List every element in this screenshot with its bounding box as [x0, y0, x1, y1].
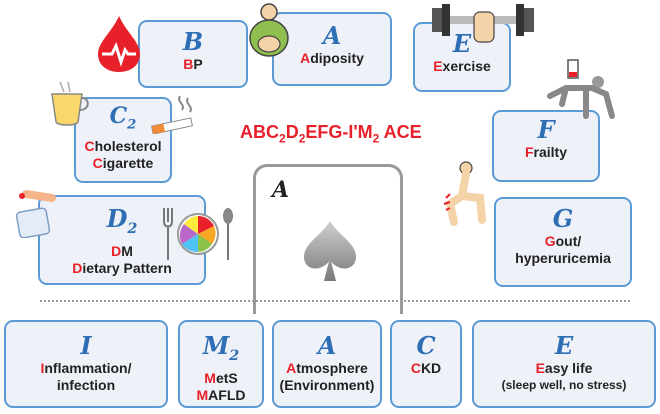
- dumbbell-icon: [432, 4, 534, 43]
- box-line: Gout/: [544, 233, 582, 249]
- box-line: MAFLD: [196, 386, 246, 403]
- box-line: hyperuricemia: [515, 250, 611, 266]
- box-line: Dietary Pattern: [72, 259, 172, 276]
- glucose-meter-icon: [15, 190, 56, 238]
- box-letter: F: [537, 115, 555, 144]
- box-letter: I: [80, 331, 92, 360]
- tired-person-icon: [547, 59, 615, 119]
- box-line: DM: [111, 242, 133, 259]
- box-line: (sleep well, no stress): [501, 378, 627, 392]
- box-line: MetS: [204, 369, 238, 386]
- box-letter: A: [317, 331, 337, 360]
- box-letter: A: [322, 21, 342, 50]
- cigarette-icon: [151, 95, 193, 134]
- box-letter: G: [552, 204, 574, 233]
- box-line: Exercise: [433, 58, 491, 74]
- headline: ABC2D2EFG-I'M2 ACE: [240, 122, 422, 146]
- playing-card: A: [253, 164, 403, 314]
- box-line: infection: [56, 377, 116, 393]
- box-letter: M2: [202, 331, 240, 364]
- box-line: Adiposity: [300, 50, 364, 66]
- box-line: CKD: [410, 360, 442, 376]
- painful-knee-icon: [443, 161, 486, 226]
- box-line: (Environment): [279, 377, 375, 393]
- box-line: Cigarette: [92, 155, 154, 172]
- box-line: Cholesterol: [84, 138, 162, 155]
- box-letter: E: [452, 29, 472, 58]
- tea-cup-icon: [51, 81, 89, 126]
- spade-icon: [304, 221, 356, 281]
- card-letter: A: [272, 177, 290, 203]
- box-letter: B: [182, 27, 204, 56]
- box-letter: D2: [106, 204, 138, 237]
- box-line: Inflammation/: [40, 360, 132, 376]
- box-line: Easy life: [535, 360, 593, 376]
- box-letter: E: [554, 331, 574, 360]
- divider: [40, 300, 630, 302]
- food-plate-icon: [163, 208, 233, 260]
- box-line: BP: [183, 56, 203, 72]
- obese-person-icon: [249, 3, 289, 57]
- blood-drop-icon: [98, 16, 140, 72]
- box-letter: C2: [109, 103, 137, 133]
- box-letter: C: [416, 331, 436, 360]
- box-line: Atmosphere: [286, 360, 368, 376]
- box-line: Frailty: [524, 144, 568, 160]
